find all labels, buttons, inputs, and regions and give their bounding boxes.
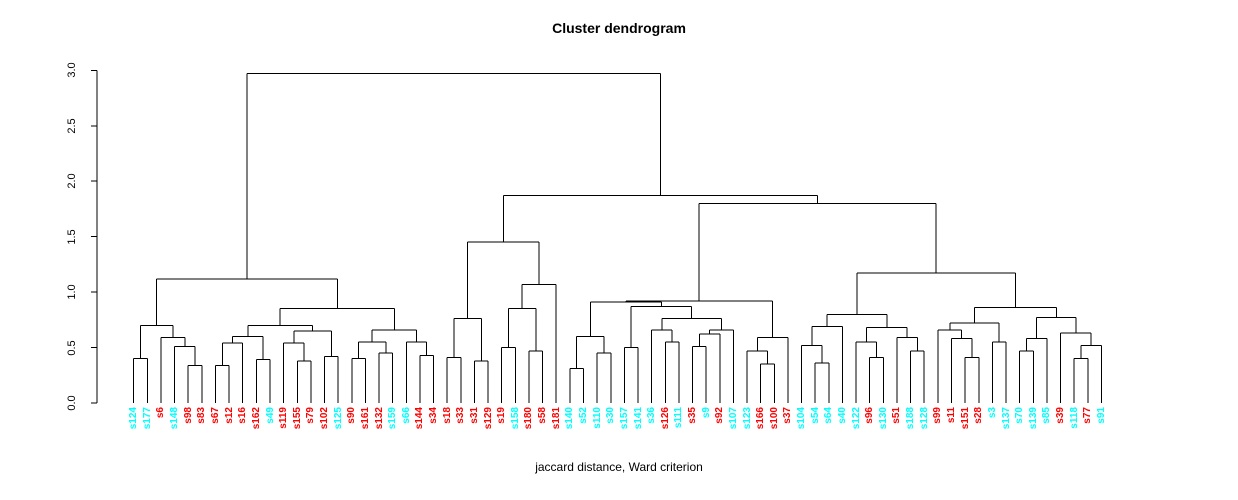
chart-title: Cluster dendrogram xyxy=(552,20,686,36)
x-axis-caption: jaccard distance, Ward criterion xyxy=(535,460,703,474)
